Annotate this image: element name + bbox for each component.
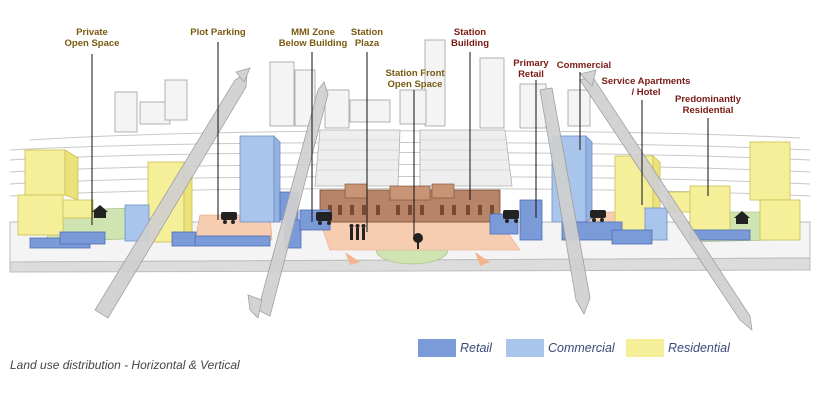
platform-steps [316, 139, 510, 171]
label-station-front-open-space: Station Front Open Space [385, 68, 445, 90]
label-commercial: Commercial [556, 60, 612, 71]
legend-label-commercial: Commercial [548, 341, 615, 355]
label-primary-retail: Primary Retail [513, 58, 549, 80]
label-service-apartments: Service Apartments / Hotel [601, 76, 691, 98]
label-station-building: Station Building [451, 27, 489, 49]
label-mmi-zone: MMI Zone Below Building [278, 27, 348, 49]
people-icon [349, 224, 366, 240]
station-building [319, 183, 501, 223]
commercial-blocks [124, 135, 668, 242]
label-private-open-space: Private Open Space [64, 27, 120, 49]
auto-rickshaw-icon [316, 210, 519, 225]
platforms [314, 129, 513, 187]
label-predominantly-residential: Predominantly Residential [675, 94, 741, 116]
direction-arrows [94, 67, 753, 331]
ground-edge [9, 257, 811, 273]
legend-item-retail: Retail [418, 339, 492, 357]
legend-item-commercial: Commercial [506, 339, 615, 357]
house-icon [92, 205, 750, 224]
diagram-caption: Land use distribution - Horizontal & Ver… [10, 358, 240, 372]
legend-label-residential: Residential [668, 341, 730, 355]
background-buildings [114, 39, 591, 133]
car-icon [221, 210, 606, 224]
legend-label-retail: Retail [460, 341, 492, 355]
legend-swatch-residential [626, 339, 664, 357]
legend-swatch-commercial [506, 339, 544, 357]
plaza-flow-arrows [345, 252, 490, 266]
legend-item-residential: Residential [626, 339, 730, 357]
tree-icon [413, 233, 423, 249]
label-plot-parking: Plot Parking [190, 27, 246, 38]
legend-swatch-retail [418, 339, 456, 357]
rail-tracks [9, 130, 811, 197]
label-station-plaza: Station Plaza [350, 27, 384, 49]
leader-lines [91, 42, 709, 240]
